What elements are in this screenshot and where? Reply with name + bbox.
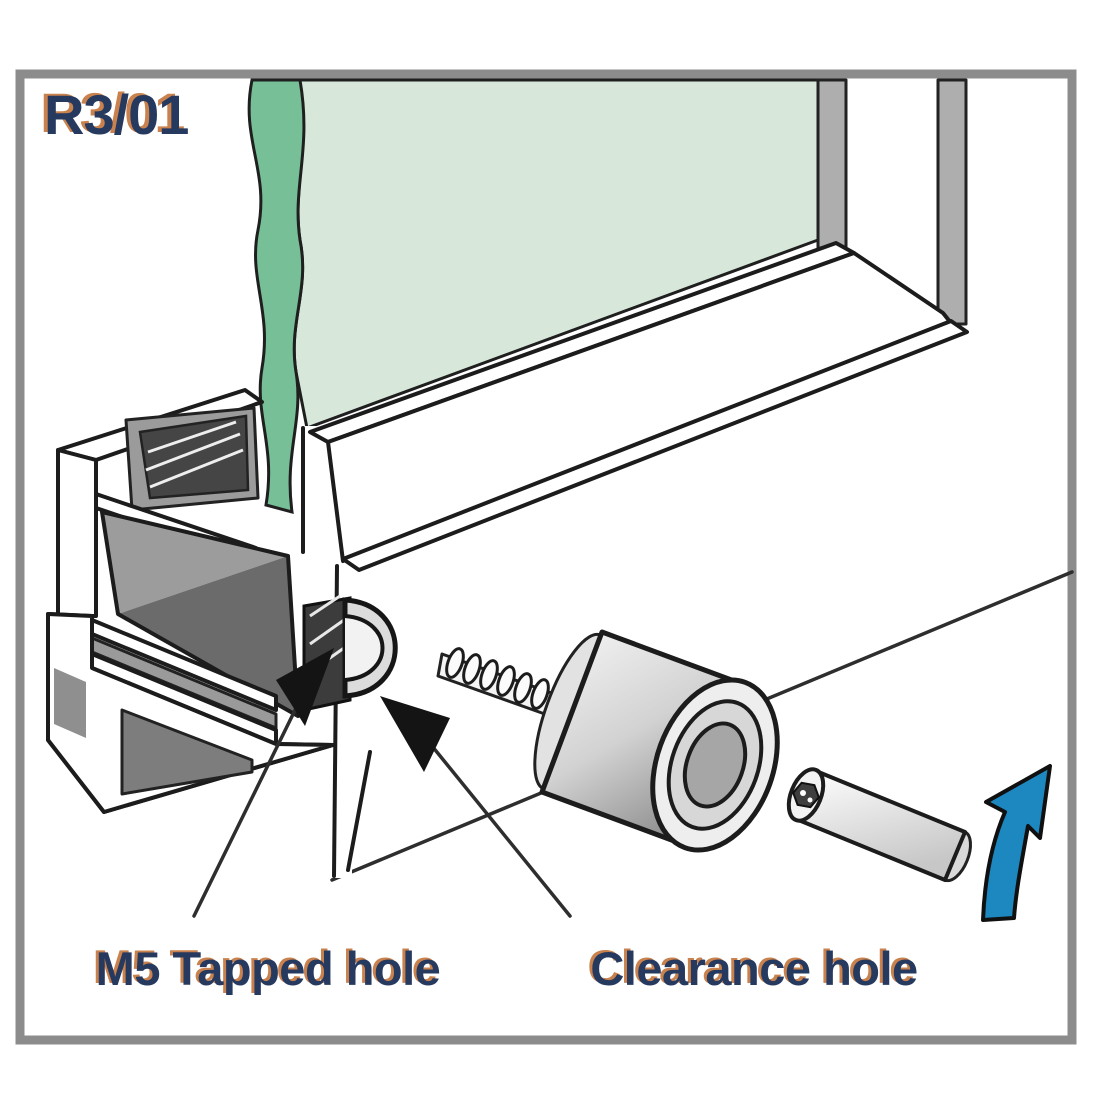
front-face-return-edge [346, 750, 372, 872]
clearance-hole-pointer-arrow [380, 696, 450, 772]
thread-hatch [309, 594, 341, 618]
hex-socket-highlight [807, 797, 813, 803]
standoff-socket-hole [682, 721, 748, 809]
gasket-serration-line [145, 432, 241, 472]
base-shoe-cross-section-icon [46, 388, 335, 814]
reference-code-label: R3/01 [44, 83, 188, 146]
glass-broken-edge [247, 78, 306, 515]
rail-lower-ledge [341, 319, 969, 572]
flange-notch-shadow [54, 668, 86, 738]
stud-thread-coils [445, 647, 550, 710]
tapped-hole-label: M5 Tapped hole [96, 942, 441, 995]
gasket-serration-line [149, 448, 244, 489]
tapped-hole-pointer-arrow [276, 648, 334, 726]
rail-back-wall-cut-face [936, 78, 968, 326]
glazing-gasket-serrations [138, 414, 250, 500]
clearance-hole-icon [342, 597, 398, 699]
tapped-hole-leader-line [192, 698, 302, 918]
clearance-hole-label-fringe: Clearance hole [587, 940, 914, 993]
hex-socket-highlight [800, 790, 806, 796]
rotation-arrow-icon [981, 764, 1052, 922]
standoff-fixing-icon [436, 629, 780, 853]
bottom-flange-face [46, 612, 335, 814]
tapped-hole-label-fringe: M5 Tapped hole [93, 940, 438, 993]
rail-channel-front-wall [326, 251, 953, 563]
set-screw-icon [786, 767, 972, 883]
glass-edge-cut-face [816, 78, 848, 250]
clearance-hole-leader-line [430, 744, 572, 918]
flange-groove [120, 708, 254, 796]
clearance-hole-counterbore [344, 614, 385, 682]
thread-hatch [309, 618, 345, 646]
gasket-serration-line [147, 420, 237, 454]
glass-panel-icon [247, 78, 820, 515]
cavity-inner-wall [118, 556, 298, 716]
left-wall-cut-face [56, 448, 98, 618]
clearance-hole-label: Clearance hole [590, 942, 917, 995]
cavity-opening [102, 512, 288, 614]
reference-code-fringe: R3/01 [40, 81, 184, 144]
hex-socket-icon [792, 781, 820, 809]
cavity-outline [100, 510, 300, 718]
